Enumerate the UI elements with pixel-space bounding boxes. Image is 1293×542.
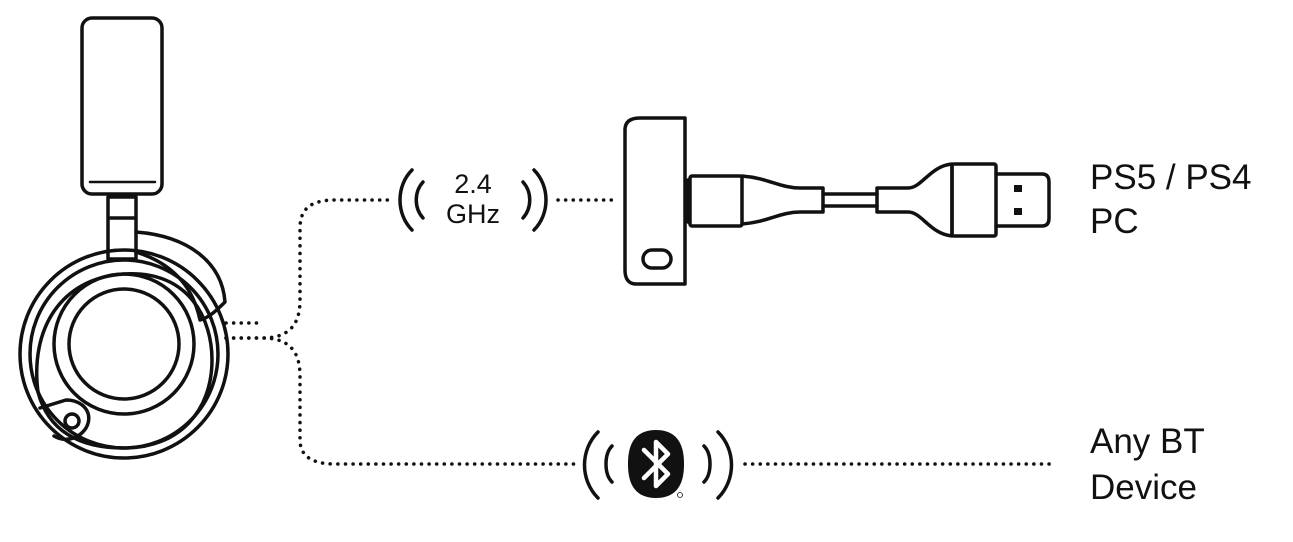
usb-a-plug-icon (688, 162, 1051, 238)
label-dongle-target-line2: PC (1090, 202, 1139, 241)
label-bt-target-line1: Any BT (1090, 422, 1205, 461)
label-24ghz-line2: GHz (446, 199, 500, 229)
bluetooth-icon (628, 430, 684, 498)
label-bt-target-line2: Device (1090, 468, 1197, 507)
usb-plug-holes (1014, 185, 1022, 215)
link-headset-to-bluetooth (224, 336, 577, 466)
wireless-waves-icon (398, 168, 548, 232)
headset-icon (18, 16, 230, 460)
label-24ghz-line1: 2.4 (454, 169, 492, 199)
link-headset-to-24ghz (224, 198, 392, 340)
usb-dongle-icon (623, 116, 690, 286)
connection-lines (224, 198, 1052, 466)
bluetooth-waves-icon (582, 430, 734, 500)
label-dongle-target-line1: PS5 / PS4 (1090, 158, 1252, 197)
